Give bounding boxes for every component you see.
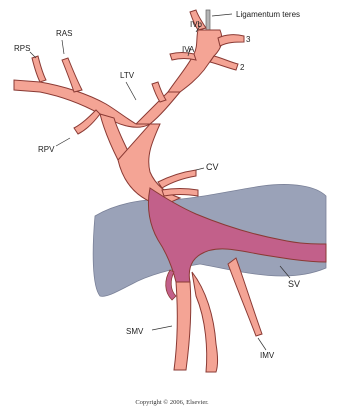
label-rpv: RPV [38,145,55,154]
label-segment-2: 2 [240,63,245,72]
copyright-notice: Copyright © 2006, Elsevier. [135,399,209,406]
label-iva: IVA [182,45,195,54]
label-smv: SMV [126,327,144,336]
label-ivb: IVb [190,20,203,29]
label-rps: RPS [14,44,30,53]
label-ligamentum-teres: Ligamentum teres [236,10,300,19]
label-ras: RAS [56,29,72,38]
label-sv: SV [288,279,300,289]
label-imv: IMV [260,351,275,360]
label-cv: CV [206,162,219,172]
label-ltv: LTV [120,71,135,80]
label-segment-3: 3 [246,35,251,44]
